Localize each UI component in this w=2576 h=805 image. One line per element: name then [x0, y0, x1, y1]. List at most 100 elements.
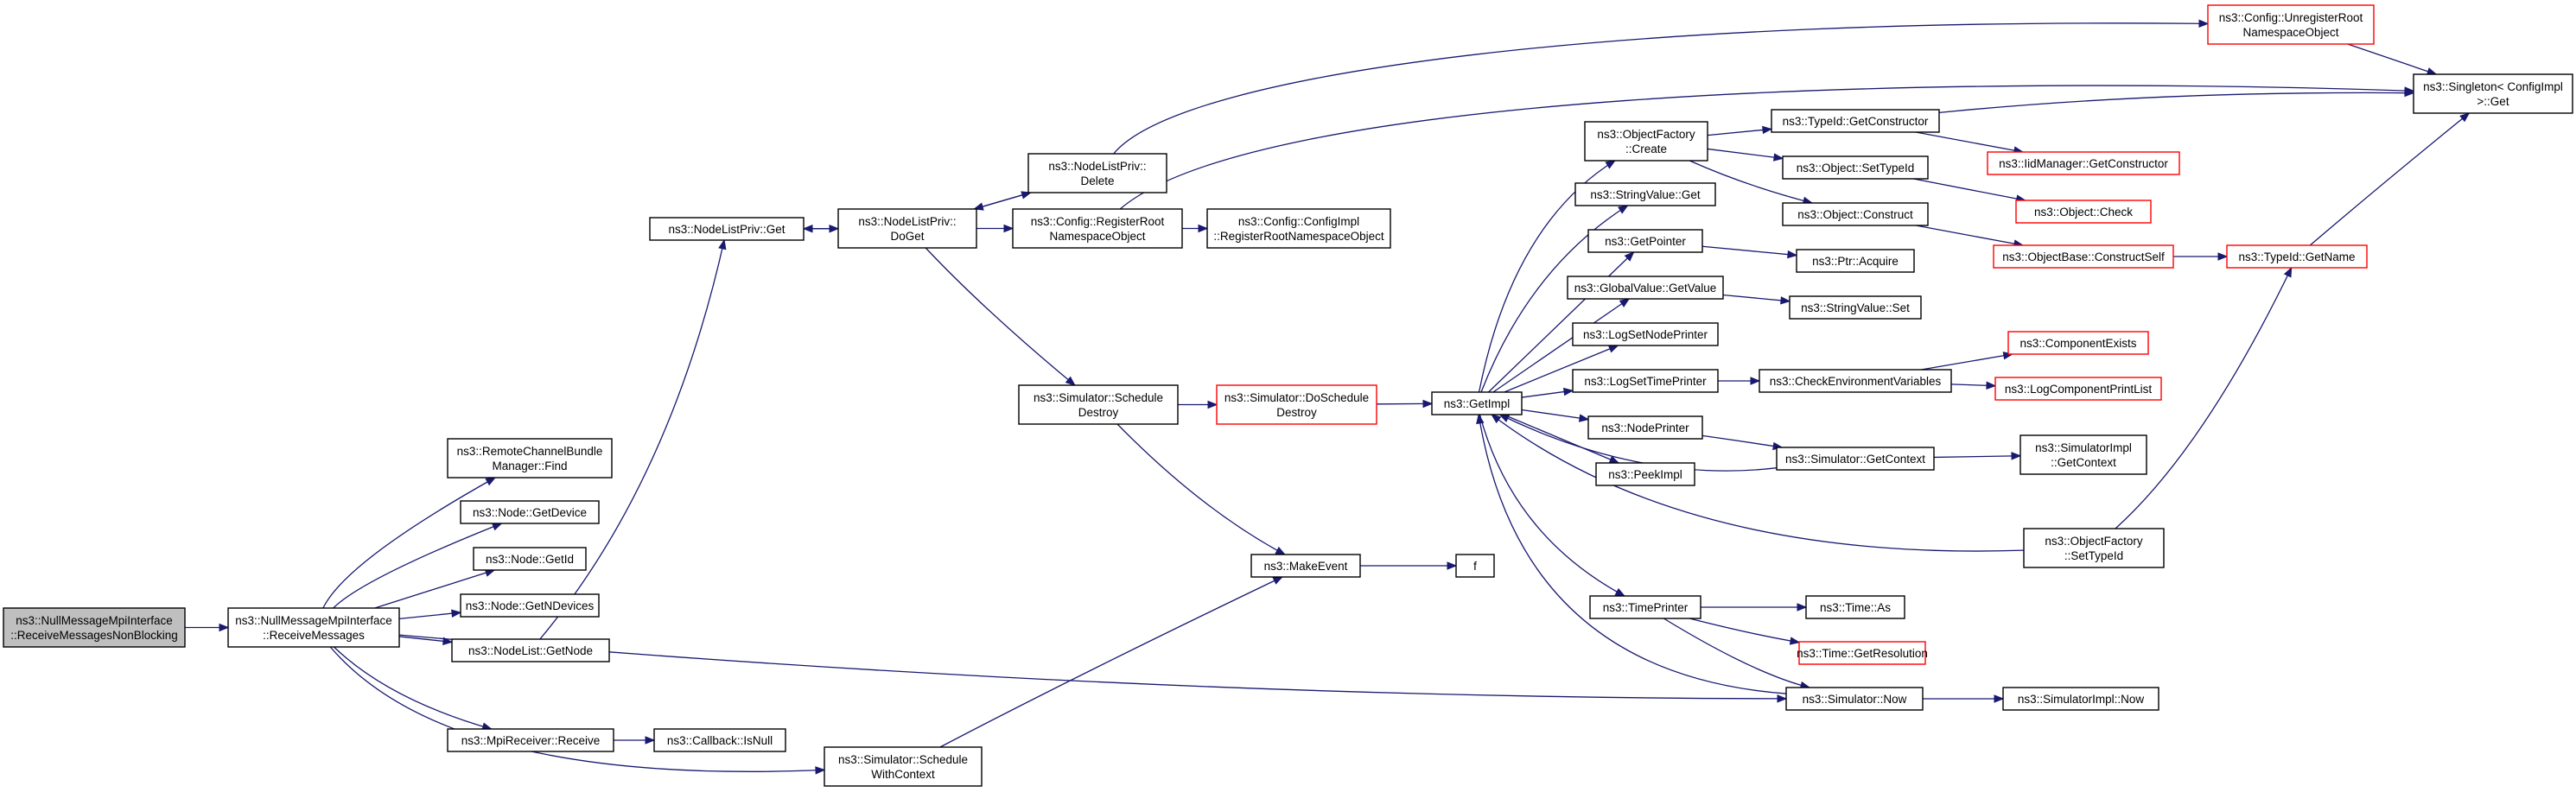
node-box[interactable] — [1587, 229, 1703, 253]
node-box[interactable] — [1589, 595, 1701, 619]
node-nodeprinter[interactable]: ns3::NodePrinter — [1587, 415, 1703, 440]
node-svset[interactable]: ns3::StringValue::Set — [1789, 295, 1922, 320]
node-getid[interactable]: ns3::Node::GetId — [473, 547, 587, 571]
node-timeprinter[interactable]: ns3::TimePrinter — [1589, 595, 1701, 619]
node-timegetres[interactable]: ns3::Time::GetResolution — [1797, 641, 1928, 665]
node-box[interactable] — [1206, 208, 1391, 249]
node-box[interactable] — [649, 217, 805, 241]
node-logcomplist[interactable]: ns3::LogComponentPrintList — [1994, 377, 2162, 401]
node-box[interactable] — [1782, 155, 1929, 180]
node-box[interactable] — [1572, 369, 1719, 393]
node-svget[interactable]: ns3::StringValue::Get — [1574, 182, 1716, 206]
node-unregroot[interactable]: ns3::Config::UnregisterRootNamespaceObje… — [2207, 4, 2375, 45]
node-box[interactable] — [1018, 384, 1179, 425]
node-box[interactable] — [1455, 554, 1495, 578]
node-tidgetctor[interactable]: ns3::TypeId::GetConstructor — [1771, 109, 1940, 133]
node-box[interactable] — [1250, 554, 1361, 578]
node-logsetnode[interactable]: ns3::LogSetNodePrinter — [1572, 322, 1719, 346]
node-box[interactable] — [2019, 434, 2147, 475]
node-box[interactable] — [1771, 109, 1940, 133]
node-box[interactable] — [1994, 377, 2162, 401]
node-tidgetname[interactable]: ns3::TypeId::GetName — [2226, 244, 2368, 269]
node-box[interactable] — [1012, 208, 1183, 249]
node-box[interactable] — [2002, 687, 2159, 711]
node-box[interactable] — [1584, 121, 1708, 162]
node-getndev[interactable]: ns3::Node::GetNDevices — [460, 593, 600, 618]
node-simimplgetctx[interactable]: ns3::SimulatorImpl::GetContext — [2019, 434, 2147, 475]
node-isnull[interactable]: ns3::Callback::IsNull — [653, 728, 786, 752]
node-regroot[interactable]: ns3::Config::RegisterRootNamespaceObject — [1012, 208, 1183, 249]
node-box[interactable] — [1789, 295, 1922, 320]
node-box[interactable] — [824, 746, 983, 787]
node-box[interactable] — [227, 607, 400, 648]
node-box[interactable] — [447, 438, 613, 479]
node-gvgetvalue[interactable]: ns3::GlobalValue::GetValue — [1567, 276, 1724, 300]
node-getpointer[interactable]: ns3::GetPointer — [1587, 229, 1703, 253]
node-recv[interactable]: ns3::NullMessageMpiInterface::ReceiveMes… — [227, 607, 400, 648]
node-box[interactable] — [460, 500, 600, 524]
node-box[interactable] — [837, 208, 977, 249]
node-compexists[interactable]: ns3::ComponentExists — [2007, 331, 2149, 355]
node-timeas[interactable]: ns3::Time::As — [1805, 595, 1905, 619]
node-mpirecv[interactable]: ns3::MpiReceiver::Receive — [447, 728, 614, 752]
node-ofsettypeid[interactable]: ns3::ObjectFactory::SetTypeId — [2023, 528, 2165, 568]
node-iidmgr[interactable]: ns3::IidManager::GetConstructor — [1987, 151, 2180, 175]
node-box[interactable] — [1776, 447, 1935, 471]
node-box[interactable] — [2226, 244, 2368, 269]
node-box[interactable] — [1216, 384, 1377, 425]
node-f[interactable]: f — [1455, 554, 1495, 578]
node-box[interactable] — [1805, 595, 1905, 619]
node-box[interactable] — [1798, 641, 1926, 665]
node-objcheck[interactable]: ns3::Object::Check — [2015, 200, 2152, 224]
node-box[interactable] — [1595, 462, 1695, 486]
node-box[interactable] — [1987, 151, 2180, 175]
node-box[interactable] — [3, 607, 186, 648]
node-getimpl[interactable]: ns3::GetImpl — [1431, 391, 1523, 415]
node-logsettime[interactable]: ns3::LogSetTimePrinter — [1572, 369, 1719, 393]
node-cfgimpl[interactable]: ns3::Config::ConfigImpl::RegisterRootNam… — [1206, 208, 1391, 249]
node-box[interactable] — [1567, 276, 1724, 300]
node-box[interactable] — [1785, 687, 1924, 711]
node-box[interactable] — [1574, 182, 1716, 206]
node-simnow[interactable]: ns3::Simulator::Now — [1785, 687, 1924, 711]
node-getnode[interactable]: ns3::NodeList::GetNode — [451, 638, 610, 662]
node-box[interactable] — [460, 593, 600, 618]
node-box[interactable] — [451, 638, 610, 662]
node-box[interactable] — [1993, 244, 2174, 269]
node-box[interactable] — [1796, 249, 1915, 273]
node-objsettypeid[interactable]: ns3::Object::SetTypeId — [1782, 155, 1929, 180]
node-box[interactable] — [1782, 202, 1929, 226]
node-box[interactable] — [473, 547, 587, 571]
node-ofcreate[interactable]: ns3::ObjectFactory::Create — [1584, 121, 1708, 162]
node-box[interactable] — [2207, 4, 2375, 45]
node-box[interactable] — [1759, 369, 1952, 393]
node-box[interactable] — [2015, 200, 2152, 224]
node-makeevent[interactable]: ns3::MakeEvent — [1250, 554, 1361, 578]
node-box[interactable] — [1572, 322, 1719, 346]
node-box[interactable] — [1587, 415, 1703, 440]
node-objbase[interactable]: ns3::ObjectBase::ConstructSelf — [1993, 244, 2174, 269]
node-box[interactable] — [2023, 528, 2165, 568]
node-box[interactable] — [447, 728, 614, 752]
node-checkenv[interactable]: ns3::CheckEnvironmentVariables — [1759, 369, 1952, 393]
node-box[interactable] — [2007, 331, 2149, 355]
node-simgetctx[interactable]: ns3::Simulator::GetContext — [1776, 447, 1935, 471]
node-ptracquire[interactable]: ns3::Ptr::Acquire — [1796, 249, 1915, 273]
node-box[interactable] — [653, 728, 786, 752]
node-singleton[interactable]: ns3::Singleton< ConfigImpl >::Get — [2413, 73, 2573, 114]
node-nlpget[interactable]: ns3::NodeListPriv::Get — [649, 217, 805, 241]
node-box[interactable] — [1431, 391, 1523, 415]
node-box[interactable] — [2413, 73, 2573, 114]
node-root[interactable]: ns3::NullMessageMpiInterface::ReceiveMes… — [3, 607, 186, 648]
node-doget[interactable]: ns3::NodeListPriv::DoGet — [837, 208, 977, 249]
node-box[interactable] — [1027, 153, 1167, 193]
node-getdevice[interactable]: ns3::Node::GetDevice — [460, 500, 600, 524]
node-simimplnow[interactable]: ns3::SimulatorImpl::Now — [2002, 687, 2159, 711]
node-objconstruct[interactable]: ns3::Object::Construct — [1782, 202, 1929, 226]
node-delete[interactable]: ns3::NodeListPriv::Delete — [1027, 153, 1167, 193]
node-peekimpl[interactable]: ns3::PeekImpl — [1595, 462, 1695, 486]
